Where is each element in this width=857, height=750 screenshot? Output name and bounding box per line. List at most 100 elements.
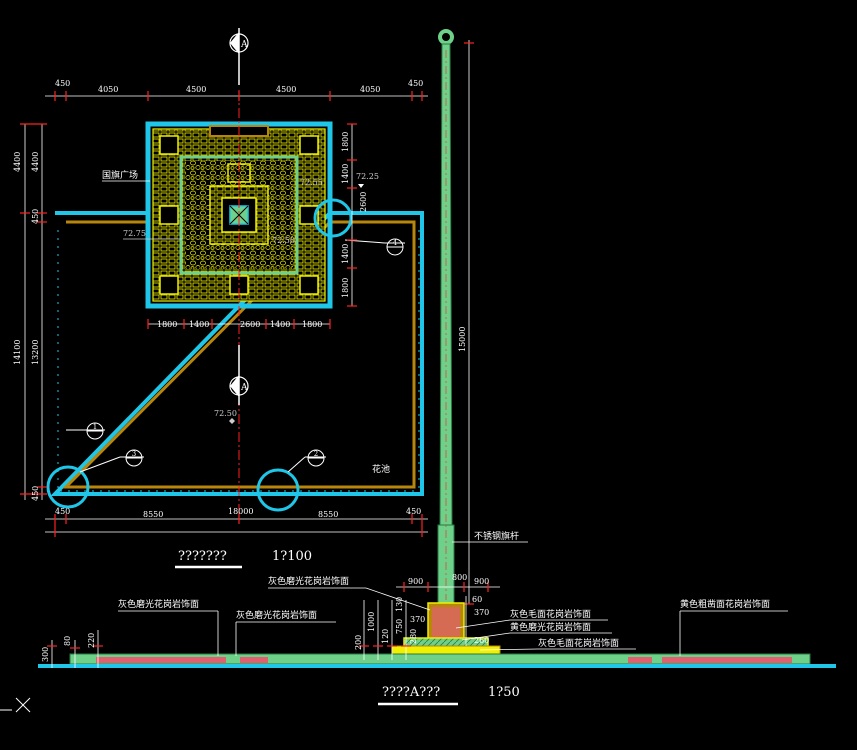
flag-pole bbox=[437, 29, 455, 604]
section-mark-top: A bbox=[229, 28, 249, 85]
dim-elev-top-2: 900 bbox=[474, 577, 489, 586]
dim-inner-bottom-chain: 1800 1400 2600 1400 1800 bbox=[147, 319, 331, 329]
dim-elev-left-3: 200 bbox=[354, 635, 363, 650]
plaza-corner-blocks bbox=[159, 135, 319, 295]
dim-elev-right-1: 370 bbox=[474, 608, 489, 617]
detail-leaders bbox=[66, 239, 405, 473]
paving-strips bbox=[96, 657, 792, 663]
dim-elev-top-1: 800 bbox=[452, 573, 467, 582]
elevation-view: 15000 不锈钢旗杆 bbox=[38, 29, 836, 706]
pedestal bbox=[391, 602, 501, 655]
callout-circle-2 bbox=[256, 468, 300, 512]
dim-elev-left-4: 1000 bbox=[367, 612, 376, 632]
material-callouts bbox=[118, 587, 788, 656]
ucs-icon bbox=[0, 697, 31, 713]
dim-top-2: 4500 bbox=[186, 85, 206, 94]
detail-label-4: 4 bbox=[393, 239, 398, 247]
dim-bottom-2: 18000 bbox=[228, 507, 253, 516]
flower-bed-ticks bbox=[57, 230, 420, 492]
detail-symbol-2: 2 bbox=[307, 449, 325, 467]
dim-inner-bottom-3: 1400 bbox=[270, 320, 290, 329]
level-value-4: 72.50 bbox=[272, 236, 295, 245]
plan-view: 4 3 2 1 A A bbox=[13, 28, 428, 569]
dim-left-3: 14100 bbox=[13, 340, 22, 365]
dim-elev-left-6: 750 bbox=[395, 619, 404, 634]
callout-grey-polished-3: 灰色磨光花岗岩饰面 bbox=[236, 609, 317, 621]
dim-left-0: 4400 bbox=[13, 152, 22, 172]
dim-left-1: 4400 bbox=[31, 152, 40, 172]
detail-label-3: 3 bbox=[132, 450, 136, 458]
callout-grey-rough-2: 灰色毛面花岗岩饰面 bbox=[538, 637, 619, 649]
dim-bottom-4: 450 bbox=[406, 507, 421, 516]
flower-bed-label: 花池 bbox=[372, 463, 390, 475]
dim-right-1: 1400 bbox=[341, 164, 350, 184]
dim-right-0: 1800 bbox=[341, 132, 350, 152]
level-value-5: 72.50 bbox=[214, 409, 237, 418]
dim-elev-top-0: 900 bbox=[408, 577, 423, 586]
plan-scale: 1?100 bbox=[272, 549, 312, 564]
dim-elev-top: 900 800 900 bbox=[396, 573, 500, 592]
dim-left-2: 450 bbox=[31, 209, 40, 224]
dim-top-5: 450 bbox=[408, 79, 423, 88]
callout-yellow-rough: 黄色粗凿面花岗岩饰面 bbox=[680, 598, 770, 610]
dim-inner-bottom-0: 1800 bbox=[157, 320, 177, 329]
level-value-2: 72.55 bbox=[300, 178, 323, 187]
callout-grey-polished-1: 灰色磨光花岗岩饰面 bbox=[268, 575, 349, 587]
dim-bottom-chain: 450 8550 18000 8550 450 bbox=[45, 507, 428, 537]
dim-elev-left-0: 300 bbox=[41, 647, 50, 662]
callout-grey-rough-1: 灰色毛面花岗岩饰面 bbox=[510, 608, 591, 620]
detail-label-1: 1 bbox=[93, 423, 97, 431]
dim-inner-bottom-2: 2600 bbox=[240, 320, 260, 329]
dim-right-4: 1800 bbox=[341, 278, 350, 298]
dim-elev-left-1: 80 bbox=[63, 636, 72, 646]
dim-right-2: 2600 bbox=[359, 192, 368, 212]
level-marker-5: 72.50 bbox=[214, 409, 237, 424]
plaza-label: 国旗广场 bbox=[102, 169, 138, 181]
section-mark-bottom: A bbox=[229, 345, 249, 405]
flower-bed-inner-line bbox=[62, 220, 416, 489]
dim-right-3: 1400 bbox=[341, 244, 350, 264]
pole-base-cross bbox=[229, 205, 249, 225]
dim-bottom-0: 450 bbox=[55, 507, 70, 516]
dim-top-3: 4500 bbox=[276, 85, 296, 94]
dim-top-1: 4050 bbox=[98, 85, 118, 94]
dim-elev-left-7: 280 bbox=[409, 629, 418, 644]
dim-elev-right-3: 260 bbox=[474, 636, 489, 645]
dim-pole-height-value: 15000 bbox=[458, 327, 467, 352]
level-marker-3: 72.75 bbox=[123, 229, 182, 240]
elevation-scale: 1?50 bbox=[488, 685, 520, 700]
detail-symbol-4: 4 bbox=[386, 238, 404, 256]
section-mark-top-label: A bbox=[240, 40, 248, 50]
dim-top-chain: 450 4050 4500 4500 4050 450 bbox=[45, 79, 428, 101]
plan-title: ??????? bbox=[178, 549, 227, 564]
dim-elev-left-2: 220 bbox=[87, 633, 96, 648]
dim-elev-left-8: 130 bbox=[395, 597, 404, 612]
dim-right-chain: 1800 1400 2600 1400 1800 bbox=[341, 123, 368, 307]
dim-elev-left-5: 120 bbox=[381, 629, 390, 644]
dim-top-0: 450 bbox=[55, 79, 70, 88]
detail-label-2: 2 bbox=[314, 450, 318, 458]
dim-elev-right-2: 370 bbox=[410, 615, 425, 624]
callout-grey-polished-2: 灰色磨光花岗岩饰面 bbox=[118, 598, 199, 610]
dim-bottom-1: 8550 bbox=[143, 510, 163, 519]
pole-label: 不锈钢旗杆 bbox=[474, 530, 519, 542]
dim-top-4: 4050 bbox=[360, 85, 380, 94]
dim-left-5: 450 bbox=[31, 486, 40, 501]
callout-circle-4 bbox=[313, 198, 353, 238]
dim-elev-right: 60 370 370 260 bbox=[410, 595, 489, 646]
dim-elev-left: 300 80 220 200 1000 120 750 280 130 bbox=[41, 597, 418, 668]
section-mark-bottom-label: A bbox=[240, 383, 248, 393]
level-value-3: 72.75 bbox=[123, 229, 146, 238]
dim-left-4: 13200 bbox=[31, 340, 40, 365]
callout-circle-3 bbox=[46, 465, 90, 509]
detail-symbol-3: 3 bbox=[125, 449, 143, 467]
elevation-title: ????A??? bbox=[382, 685, 440, 700]
flower-bed-outline bbox=[50, 211, 424, 496]
dim-pole-height: 15000 bbox=[458, 40, 474, 605]
level-marker-4: 72.50 bbox=[272, 236, 295, 245]
level-marker-2: 72.55 bbox=[300, 178, 323, 187]
level-marker-1: 72.25 bbox=[356, 172, 379, 188]
callout-yellow-polished: 黄色磨光花岗岩饰面 bbox=[510, 621, 591, 633]
dim-inner-bottom-4: 1800 bbox=[302, 320, 322, 329]
